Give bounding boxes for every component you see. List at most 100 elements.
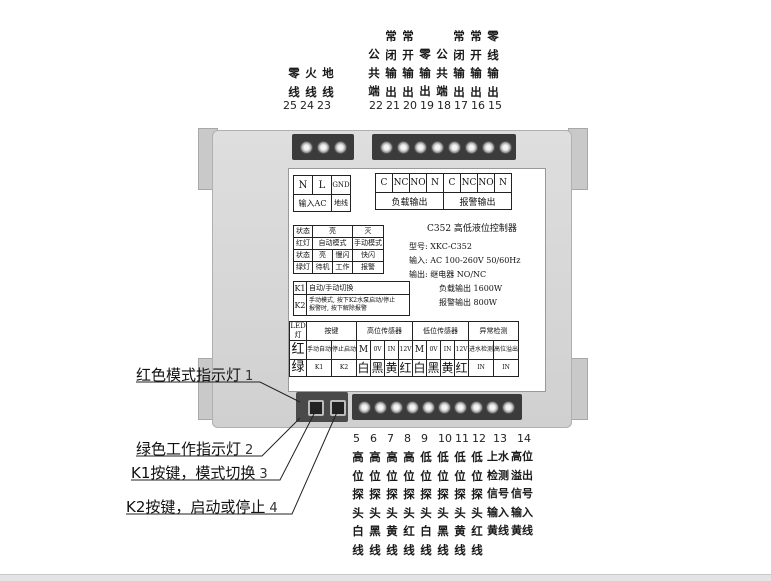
bottom-terminal-number: 8: [404, 432, 411, 445]
top-terminal-number: 18: [437, 99, 451, 112]
top-terminal-screw: [300, 141, 313, 154]
sensor-cell: 绿: [289, 359, 307, 377]
sensor-cell: K2: [331, 359, 358, 377]
top-terminal-screw: [397, 141, 410, 154]
top-terminal-number: 16: [471, 99, 485, 112]
model-title: C352 高低液位控制器: [427, 224, 517, 234]
model-number: 型号: XKC-C352: [409, 242, 472, 251]
sensor-cell: 黄: [440, 359, 456, 377]
sensor-cell: 红: [289, 340, 307, 360]
bottom-terminal-number: 13: [493, 432, 507, 445]
input-ac-table: N L GND 输入AC 地线: [293, 175, 351, 212]
top-terminal-label: 零线: [288, 66, 300, 99]
bottom-terminal-number: 11: [455, 432, 469, 445]
callout-2-text: 绿色工作指示灯: [136, 440, 242, 458]
top-terminal-screw: [431, 141, 444, 154]
bottom-terminal-label: 上水检测信号输入黄线: [487, 450, 509, 537]
bottom-terminal-screw: [406, 401, 419, 414]
leader-2: [136, 417, 301, 457]
sensor-cell: 白: [356, 359, 372, 377]
top-terminal-label: 零输出: [419, 47, 431, 98]
callout-1-num: 1: [245, 369, 254, 384]
load-output-label: 负载输出: [375, 192, 444, 210]
callout-3-num: 3: [259, 467, 268, 482]
top-terminal-number: 21: [386, 99, 400, 112]
leader-1: [136, 381, 301, 403]
bottom-terminal-number: 10: [438, 432, 452, 445]
top-terminal-label: 常开输出: [402, 29, 414, 99]
sensor-cell: IN: [493, 359, 520, 377]
top-terminal-number: 25: [283, 99, 297, 112]
k2-desc: 手动模式, 按下K2水泵启动/停止报警时, 按下解除报警: [306, 294, 410, 316]
bottom-terminal-screw: [390, 401, 403, 414]
bottom-terminal-label: 高位探头黄线: [386, 450, 398, 557]
top-terminal-screw: [499, 141, 512, 154]
bottom-terminal-label: 高位探头白线: [352, 450, 364, 557]
top-terminal-number: 24: [300, 99, 314, 112]
callout-1-text: 红色模式指示灯: [136, 366, 242, 384]
top-terminal-number: 17: [454, 99, 468, 112]
top-terminal-label: 地线: [322, 66, 334, 99]
top-terminal-screw: [414, 141, 427, 154]
leader-4: [126, 409, 339, 515]
top-terminal-screw: [482, 141, 495, 154]
sensor-cell: K1: [305, 359, 333, 377]
bottom-terminal-number: 5: [353, 432, 360, 445]
bottom-scrollbar-strip: [0, 574, 771, 581]
top-terminal-label: 常闭输出: [453, 29, 465, 99]
callout-4-num: 4: [269, 501, 278, 516]
top-terminal-label: 公共端: [368, 47, 380, 98]
bottom-terminal-number: 12: [472, 432, 486, 445]
top-terminal-screw: [465, 141, 478, 154]
sensor-cell: 黑: [426, 359, 442, 377]
bottom-terminal-label: 低位探头红线: [471, 450, 483, 557]
input-spec: 输入: AC 100-260V 50/60Hz: [409, 256, 521, 265]
bottom-terminal-number: 6: [370, 432, 377, 445]
callout-3-text: K1按键，模式切换: [131, 464, 256, 482]
top-terminal-number: 23: [317, 99, 331, 112]
bottom-terminal-label: 低位探头白线: [420, 450, 432, 557]
k2-button[interactable]: [330, 400, 346, 416]
top-terminal-label: 常闭输出: [385, 29, 397, 99]
bottom-terminal-screw: [486, 401, 499, 414]
key-function-table: K1 自动/手动切换 K2 手动模式, 按下K2水泵启动/停止报警时, 按下解除…: [293, 281, 410, 316]
bottom-terminal-number: 7: [387, 432, 394, 445]
bottom-terminal-label: 高位探头黑线: [369, 450, 381, 557]
load-power-spec: 负载输出 1600W: [439, 284, 503, 293]
top-terminal-screw: [334, 141, 347, 154]
callout-4-text: K2按键，启动或停止: [126, 498, 266, 516]
bottom-terminal-label: 高位溢出信号输入黄线: [511, 450, 533, 537]
bottom-terminal-number: 14: [517, 432, 531, 445]
top-terminal-label: 常开输出: [470, 29, 482, 99]
led-status-table: 状态 亮 灭 红灯 自动模式 手动模式 状态 亮 慢闪 快闪 绿灯 待机 工作 …: [293, 225, 384, 274]
leader-3: [131, 409, 317, 481]
k1-button[interactable]: [308, 400, 324, 416]
bottom-terminal-screw: [422, 401, 435, 414]
top-terminal-screw: [448, 141, 461, 154]
input-cell-gnd: GND: [331, 175, 351, 195]
top-terminal-screw: [380, 141, 393, 154]
top-terminal-number: 22: [369, 99, 383, 112]
top-terminal-label: 公共端: [436, 47, 448, 98]
bottom-terminal-screw: [502, 401, 515, 414]
top-terminal-label: 零线输出: [487, 29, 499, 99]
top-terminal-number: 15: [488, 99, 502, 112]
output-spec: 输出: 继电器 NO/NC: [409, 270, 487, 279]
bottom-terminal-label: 低位探头黄线: [454, 450, 466, 557]
bottom-terminal-screw: [438, 401, 451, 414]
alarm-power-spec: 报警输出 800W: [439, 298, 498, 307]
sensor-cell: 红: [398, 359, 414, 377]
callout-2-num: 2: [245, 443, 254, 458]
bottom-terminal-screw: [470, 401, 483, 414]
bottom-terminal-label: 高位探头红线: [403, 450, 415, 557]
bottom-terminal-screw: [374, 401, 387, 414]
bottom-terminal-screw: [358, 401, 371, 414]
top-terminal-number: 19: [420, 99, 434, 112]
